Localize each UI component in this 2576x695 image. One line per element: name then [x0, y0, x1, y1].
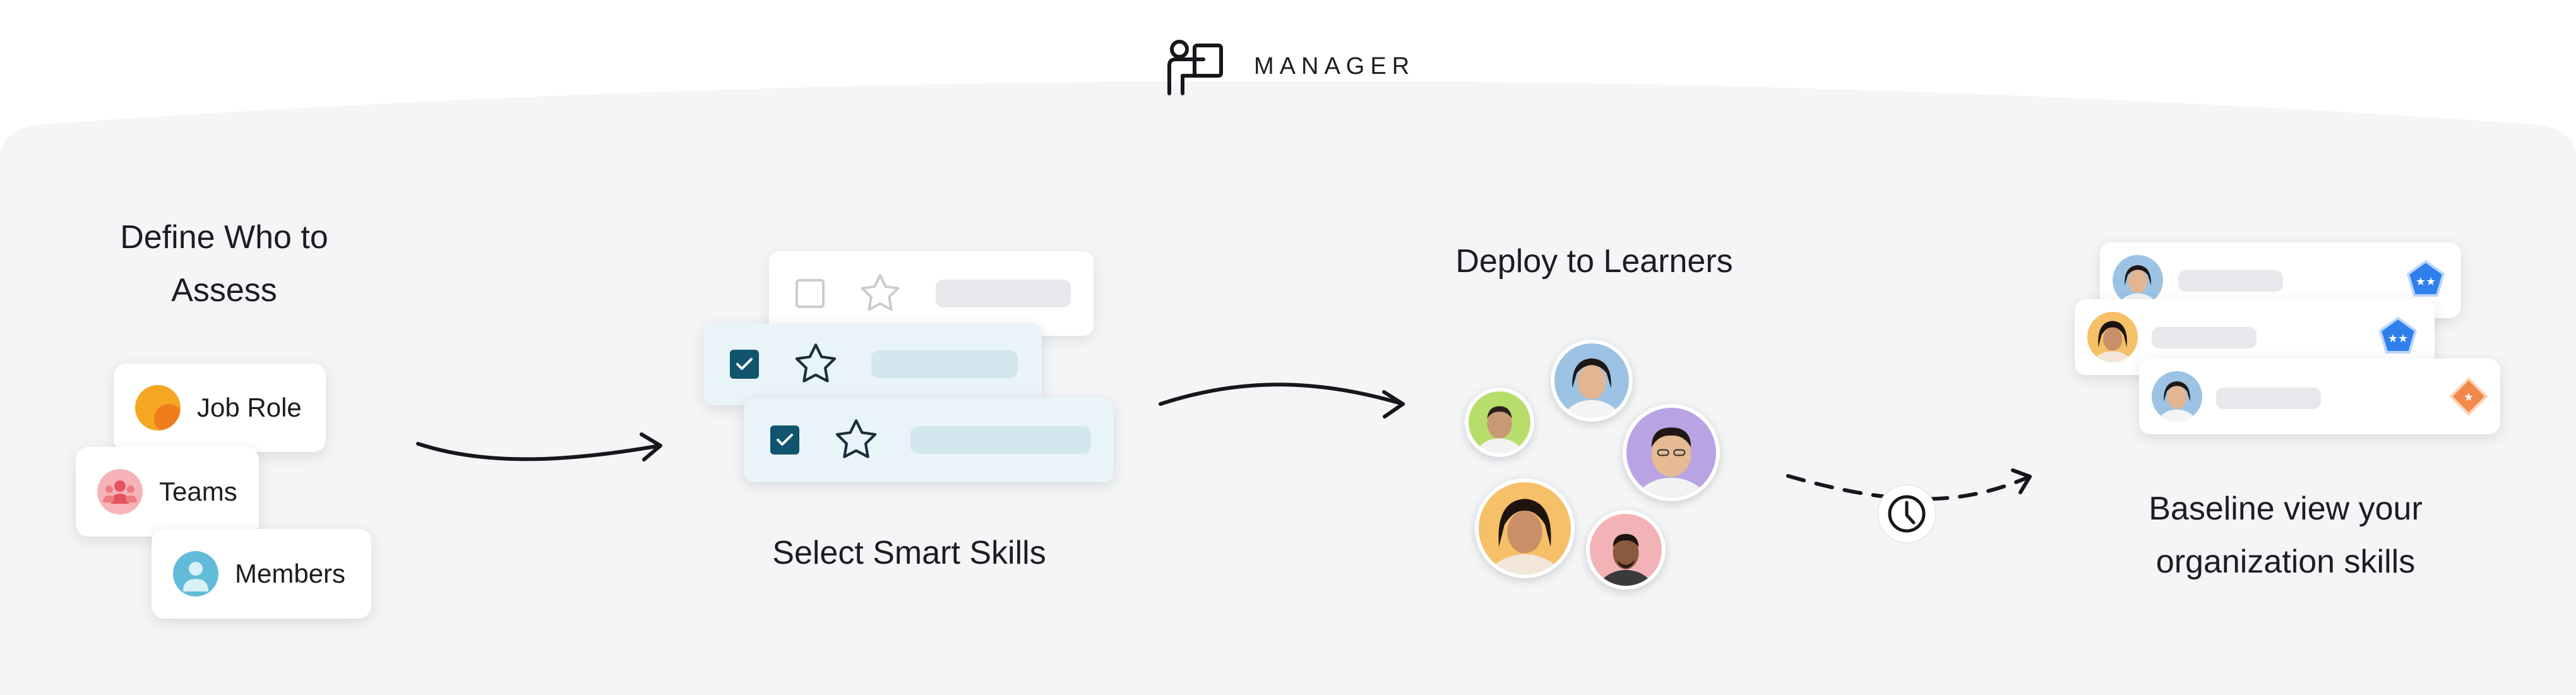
learner-avatar — [1551, 340, 1633, 422]
learner-avatar — [1475, 478, 1575, 578]
skill-row-checked-1[interactable] — [703, 323, 1042, 405]
arrow-deploy-to-baseline — [1786, 468, 2032, 501]
baseline-heading: Baseline view your organization skills — [2149, 490, 2423, 580]
teams-icon — [97, 469, 143, 514]
members-card[interactable]: Members — [152, 529, 371, 619]
arrow-define-to-select — [416, 432, 662, 461]
members-icon — [173, 551, 218, 597]
skill-placeholder-bar — [2178, 270, 2283, 292]
orange-diamond-badge-icon: ★ — [2450, 377, 2488, 415]
svg-text:★: ★ — [2464, 391, 2474, 404]
svg-text:★★: ★★ — [2388, 332, 2408, 345]
define-who-heading: Define Who to Assess — [120, 219, 328, 309]
presenter-icon — [1167, 40, 1223, 95]
select-skills-heading: Select Smart Skills — [772, 535, 1046, 571]
blue-pentagon-badge-icon: ★★ — [2407, 260, 2445, 297]
skill-placeholder-bar — [910, 426, 1091, 454]
skill-checkbox-checked[interactable] — [770, 425, 799, 454]
skill-checkbox-checked[interactable] — [730, 350, 759, 379]
teams-label: Teams — [159, 477, 237, 506]
clock-icon — [1877, 484, 1936, 544]
arrow-select-to-deploy — [1159, 383, 1405, 419]
learner-avatar — [1623, 404, 1720, 501]
skill-placeholder-bar — [2216, 388, 2321, 409]
star-icon — [861, 274, 900, 311]
teams-card[interactable]: Teams — [76, 447, 259, 537]
deploy-heading: Deploy to Learners — [1455, 243, 1733, 280]
skill-placeholder-bar — [871, 350, 1018, 378]
member-avatar — [2152, 371, 2202, 422]
skill-checkbox-unchecked[interactable] — [796, 279, 825, 308]
member-avatar — [2113, 255, 2163, 306]
job-role-icon — [135, 385, 181, 431]
skill-placeholder-bar — [2152, 327, 2257, 348]
skill-row-checked-2[interactable] — [744, 398, 1114, 482]
learner-avatar — [1586, 510, 1666, 590]
svg-text:★★: ★★ — [2416, 275, 2436, 288]
blue-pentagon-badge-icon: ★★ — [2379, 317, 2417, 353]
members-label: Members — [235, 559, 346, 588]
manager-title: MANAGER — [1254, 53, 1416, 80]
skill-row-unchecked[interactable] — [769, 251, 1094, 336]
star-icon — [795, 343, 837, 383]
star-icon — [835, 419, 877, 458]
skill-placeholder-bar — [936, 280, 1071, 307]
learner-avatar — [1465, 388, 1534, 457]
job-role-card[interactable]: Job Role — [114, 364, 326, 452]
background-panel — [0, 81, 2576, 695]
job-role-label: Job Role — [197, 393, 302, 422]
baseline-card[interactable]: ★ — [2139, 359, 2500, 434]
member-avatar — [2087, 312, 2138, 362]
